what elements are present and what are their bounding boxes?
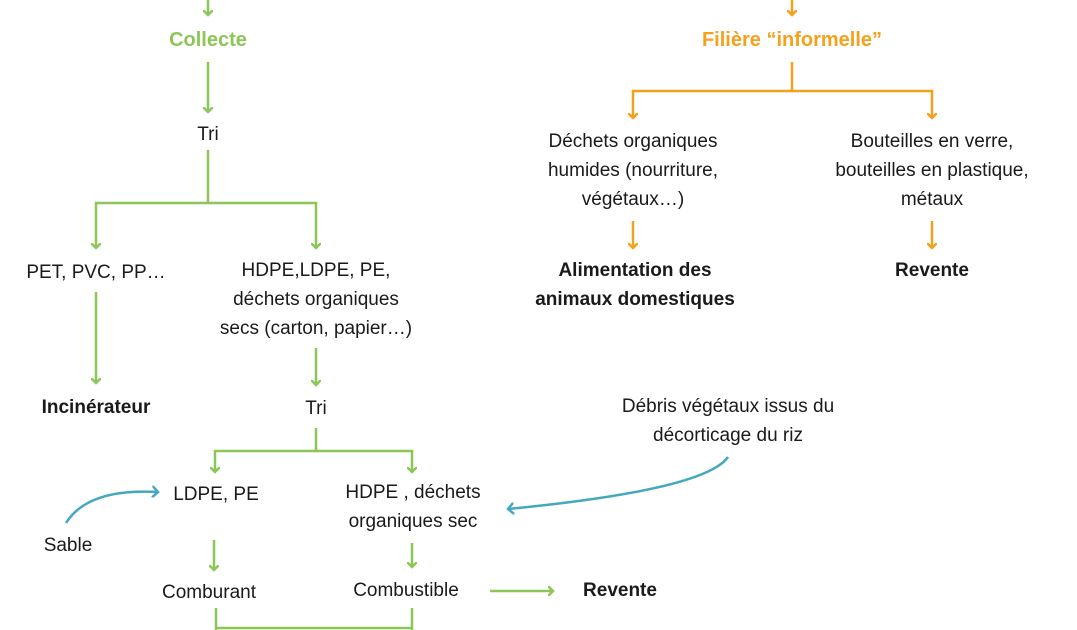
tri-label-2: Tri <box>305 398 327 419</box>
revente-label-right: Revente <box>895 260 969 281</box>
combustible-label: Combustible <box>353 580 459 601</box>
arrow-sable-ldpe <box>64 492 158 524</box>
tri-split <box>96 150 210 248</box>
pet-pvc-pp-label: PET, PVC, PP… <box>26 262 166 283</box>
revente-label-left: Revente <box>583 580 657 601</box>
comburant-label: Comburant <box>162 582 256 603</box>
tri2-split <box>215 428 318 472</box>
hdpe-sec-label: HDPE , déchets organiques sec <box>345 482 481 532</box>
filiere-split <box>633 62 794 118</box>
debris-vegetaux-label: Débris végétaux issus du décorticage du … <box>621 396 835 446</box>
bouteilles-label: Bouteilles en verre, bouteilles en plast… <box>835 131 1029 210</box>
sable-label: Sable <box>43 535 93 556</box>
alimentation-label: Alimentation des animaux domestiques <box>535 260 735 310</box>
dechets-organiques-label: Déchets organiques humides (nourriture, … <box>547 131 719 210</box>
filiere-informelle-label: Filière “informelle” <box>701 29 883 51</box>
hdpe-mix-label: HDPE,LDPE, PE, déchets organiques secs (… <box>219 260 413 339</box>
arrow-debris-hdpe <box>508 456 730 509</box>
incinerateur-label: Incinérateur <box>41 397 151 418</box>
collecte-label: Collecte <box>169 29 247 51</box>
ldpe-pe-label: LDPE, PE <box>173 484 259 505</box>
tri-label-1: Tri <box>197 124 219 145</box>
